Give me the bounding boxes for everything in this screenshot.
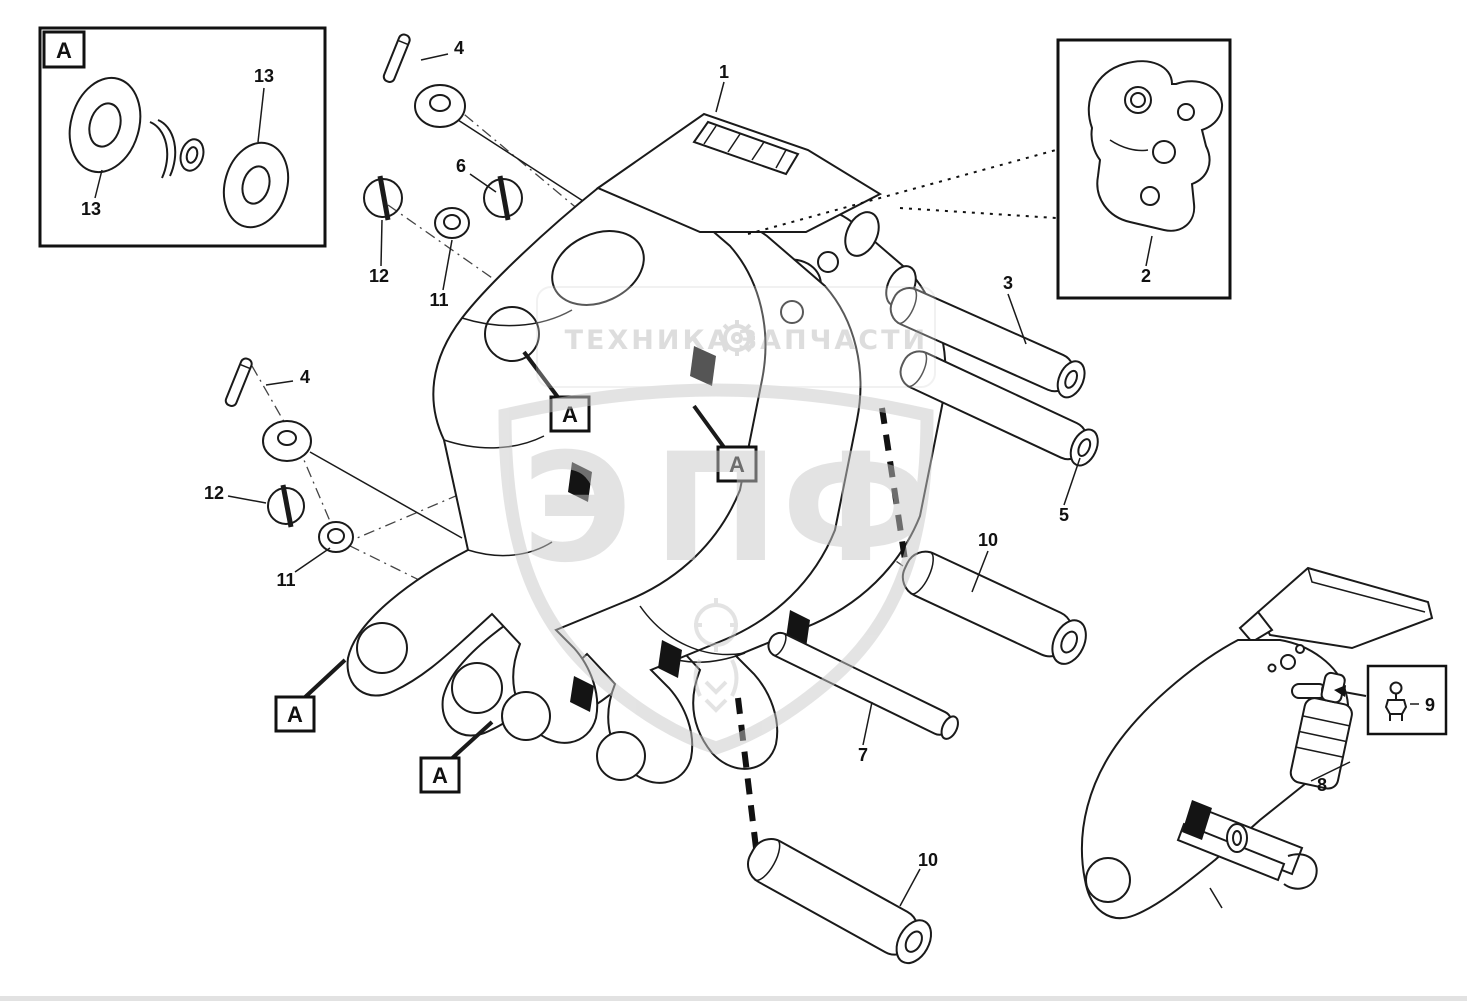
pins bbox=[747, 287, 1099, 965]
callout-8: 8 bbox=[1317, 775, 1327, 795]
callout-12-left: 12 bbox=[204, 483, 224, 503]
watermark: ТЕХНИКА ЗАПЧАСТИ Э П Ф bbox=[498, 286, 936, 755]
pin-3 bbox=[889, 287, 1086, 399]
detail-a-label: A bbox=[56, 38, 72, 63]
watermark-gear-icon bbox=[719, 320, 755, 356]
ring-pin-12-left bbox=[267, 484, 305, 528]
callout-10-right: 10 bbox=[978, 530, 998, 550]
callouts: 1 2 3 4 4 5 6 7 8 10 10 11 11 12 12 13 1… bbox=[81, 38, 1351, 907]
part-9-box: 9 bbox=[1334, 664, 1448, 736]
pin-10-bottom bbox=[747, 838, 933, 965]
callout-9: 9 bbox=[1425, 695, 1435, 715]
wedge-plate bbox=[1256, 566, 1434, 650]
plate-hole bbox=[484, 306, 540, 362]
washer-13-right bbox=[222, 141, 290, 229]
washer-13-left bbox=[68, 76, 142, 174]
callout-4-top: 4 bbox=[454, 38, 464, 58]
watermark-text-left: ТЕХНИКА bbox=[565, 325, 732, 356]
pin-10-right bbox=[901, 550, 1087, 665]
callout-4-left: 4 bbox=[300, 367, 310, 387]
washer-11-left bbox=[318, 521, 354, 553]
pin-5 bbox=[899, 350, 1099, 467]
collar-left bbox=[262, 420, 312, 462]
collar-top bbox=[414, 84, 466, 128]
callout-11-left: 11 bbox=[276, 570, 295, 590]
callout-1: 1 bbox=[719, 62, 729, 82]
top-slot bbox=[692, 120, 800, 176]
insertion-leaders bbox=[309, 119, 601, 539]
a-marker-4: A bbox=[432, 763, 448, 788]
main-body bbox=[346, 112, 947, 784]
latch-bars bbox=[1176, 800, 1318, 909]
watermark-shield bbox=[498, 383, 934, 755]
arrowhead bbox=[1334, 685, 1346, 697]
ring-pin-12-top bbox=[363, 175, 403, 221]
pin-4-top bbox=[382, 33, 411, 83]
interior-edges bbox=[443, 309, 746, 663]
plate-hole bbox=[356, 622, 408, 674]
callout-11-top: 11 bbox=[429, 290, 448, 310]
pin-7 bbox=[767, 631, 959, 740]
a-marker-3: A bbox=[287, 702, 303, 727]
wedge-blocks bbox=[568, 346, 810, 712]
watermark-letter-2: П bbox=[653, 422, 779, 596]
callout-13-top: 13 bbox=[254, 66, 274, 86]
grease-nipple-icon bbox=[1384, 681, 1408, 721]
top-pin-group bbox=[363, 33, 523, 239]
callout-5: 5 bbox=[1059, 505, 1069, 525]
top-slot-hatch bbox=[703, 125, 787, 169]
watermark-letter-1: Э bbox=[522, 422, 632, 596]
callout-leaders bbox=[94, 53, 1351, 907]
part-8-assembly bbox=[1080, 566, 1434, 920]
callout-13-bottom: 13 bbox=[81, 199, 101, 219]
callout-2: 2 bbox=[1141, 266, 1151, 286]
pin-4-left bbox=[224, 357, 253, 407]
left-pin-group bbox=[224, 357, 354, 553]
callout-6: 6 bbox=[456, 156, 466, 176]
watermark-letter-3: Ф bbox=[782, 422, 931, 596]
washer-11-top bbox=[434, 207, 470, 239]
callout-10-bottom: 10 bbox=[918, 850, 938, 870]
top-face bbox=[595, 112, 883, 233]
callout-12-top: 12 bbox=[369, 266, 389, 286]
page-bottom-edge bbox=[0, 996, 1467, 1001]
plate-hole bbox=[501, 691, 551, 741]
detail-box-2 bbox=[747, 38, 1232, 300]
callout-7: 7 bbox=[858, 745, 868, 765]
washer-edge bbox=[149, 119, 177, 179]
a-markers: A A A A bbox=[274, 350, 758, 794]
callout-3: 3 bbox=[1003, 273, 1013, 293]
a-marker-2: A bbox=[729, 452, 745, 477]
plate-opening bbox=[551, 230, 645, 306]
small-ring bbox=[179, 138, 205, 172]
detail-box-a: A bbox=[38, 26, 327, 248]
ring-pin-6 bbox=[483, 175, 523, 221]
watermark-text-right: ЗАПЧАСТИ bbox=[738, 325, 928, 356]
lock-cylinder bbox=[1289, 671, 1353, 790]
watermark-emblem bbox=[693, 598, 739, 713]
